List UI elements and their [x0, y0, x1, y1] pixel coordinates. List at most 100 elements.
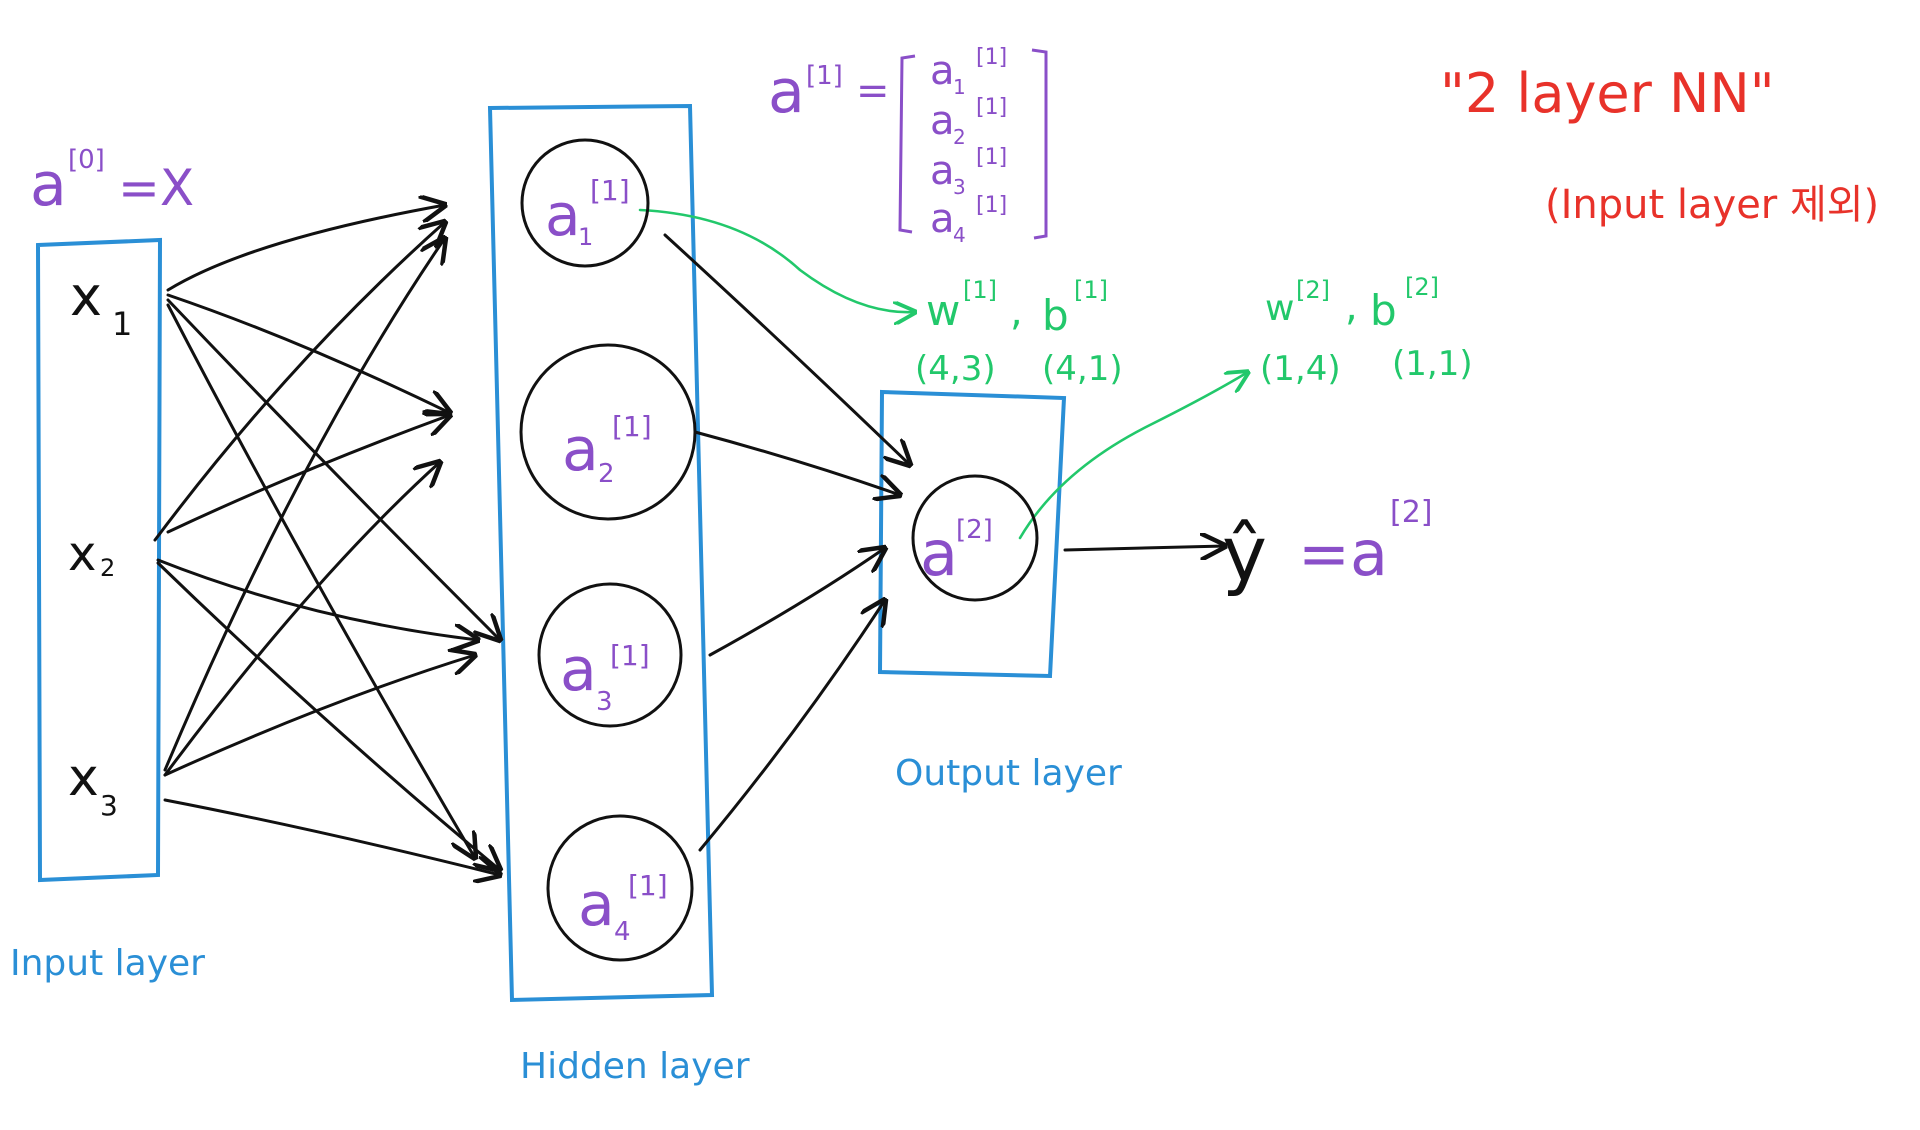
svg-text:3: 3 [596, 687, 613, 717]
a1-vector-lhs: a [768, 57, 805, 127]
svg-text:[1]: [1] [963, 276, 997, 304]
a0-eq-x: =X [118, 159, 194, 217]
edge-x2-h2 [166, 415, 450, 534]
vector-entry-4: a 4 [1] [930, 193, 1007, 247]
svg-text:b: b [1370, 286, 1397, 335]
svg-text:,: , [1345, 284, 1358, 330]
yhat-rhs: =a [1298, 517, 1388, 590]
edge-x3-h3 [163, 655, 475, 777]
edge-x1-h2 [166, 293, 450, 413]
layer2-params: w [2] , b [2] (1,4) (1,1) [1260, 273, 1473, 389]
edge-x2-h4 [156, 561, 500, 870]
svg-text:,: , [1010, 289, 1023, 335]
svg-text:4: 4 [614, 917, 631, 947]
svg-text:[1]: [1] [612, 410, 652, 443]
svg-text:b: b [1042, 291, 1069, 340]
yhat-equation: ŷ =a [2] [1222, 495, 1433, 598]
hidden-node-3: a 3 [1] [537, 582, 683, 728]
a1-vector: a [1] = a 1 [1] a 2 [1] a 3 [1] a 4 [1] [768, 45, 1048, 247]
hidden-output-connections [663, 233, 1225, 852]
svg-text:[2]: [2] [956, 515, 993, 545]
svg-text:w: w [1265, 288, 1294, 329]
edge-x3-h1 [163, 238, 445, 772]
param-annotation-arrows [638, 208, 1248, 540]
input-equation: a [0] =X [30, 145, 194, 220]
edge-x1-h4 [166, 303, 475, 858]
a0-base: a [30, 150, 67, 220]
x2-sub: 2 [100, 554, 115, 582]
hidden-node-2: a 2 [1] [519, 343, 697, 521]
input-layer-label: Input layer [10, 943, 205, 984]
arrow-to-layer1-params [638, 208, 915, 312]
yhat-symbol: ŷ [1222, 509, 1267, 598]
svg-text:[1]: [1] [976, 95, 1007, 120]
edge-x2-h3 [156, 558, 478, 640]
x1-sub: 1 [112, 305, 132, 343]
input-hidden-connections [153, 205, 500, 875]
output-node: a [2] [911, 474, 1039, 602]
svg-text:a: a [920, 517, 958, 590]
svg-text:2: 2 [598, 459, 615, 489]
svg-text:3: 3 [953, 175, 966, 199]
input-layer-box [35, 237, 163, 883]
vector-left-bracket [898, 54, 916, 234]
edge-out-yhat [1063, 546, 1225, 550]
svg-text:[1]: [1] [1074, 276, 1108, 304]
vector-entry-2: a 2 [1] [930, 95, 1007, 149]
svg-text:a: a [578, 870, 615, 940]
edge-x1-h1 [166, 205, 445, 292]
x2-base: x [68, 526, 96, 582]
svg-text:[1]: [1] [628, 869, 668, 902]
edge-h2-out [693, 430, 900, 495]
svg-text:[1]: [1] [590, 174, 630, 207]
svg-text:1: 1 [578, 223, 593, 251]
edge-h1-out [663, 233, 910, 465]
svg-text:a: a [930, 98, 955, 144]
edge-x1-h3 [166, 298, 500, 640]
hidden-node-4: a 4 [1] [546, 814, 694, 962]
a0-sup: [0] [68, 145, 105, 175]
svg-text:a: a [930, 196, 955, 242]
edge-x3-h2 [163, 462, 440, 777]
x1-base: x [70, 265, 102, 328]
vector-right-bracket [1031, 48, 1048, 240]
svg-text:a: a [560, 635, 597, 705]
w1-shape: (4,3) [915, 349, 996, 389]
svg-text:[2]: [2] [1405, 273, 1439, 301]
title-group: "2 layer NN" (Input layer 제외) [1440, 62, 1879, 228]
b2-shape: (1,1) [1392, 344, 1473, 384]
svg-text:1: 1 [953, 75, 966, 99]
title-note: (Input layer 제외) [1545, 182, 1879, 228]
input-node-x3: x 3 [68, 748, 118, 822]
hidden-layer-box [487, 103, 715, 1003]
svg-text:4: 4 [953, 223, 966, 247]
svg-text:a: a [930, 48, 955, 94]
edge-h3-out [708, 548, 885, 657]
svg-text:a: a [562, 415, 599, 485]
a1-vector-lhs-sup: [1] [806, 61, 843, 91]
output-layer-box [877, 389, 1067, 679]
svg-text:w: w [926, 286, 960, 335]
b1-shape: (4,1) [1042, 349, 1123, 389]
vector-entry-3: a 3 [1] [930, 145, 1007, 199]
input-node-x2: x 2 [68, 526, 115, 582]
input-node-x1: x 1 [70, 265, 132, 343]
arrow-to-layer2-params [1018, 372, 1248, 540]
svg-text:[2]: [2] [1296, 276, 1330, 304]
hidden-layer-label: Hidden layer [520, 1046, 750, 1087]
w2-shape: (1,4) [1260, 349, 1341, 389]
svg-text:[1]: [1] [610, 639, 650, 672]
svg-text:[1]: [1] [976, 145, 1007, 170]
a1-vector-eq: = [856, 68, 890, 114]
svg-text:[1]: [1] [976, 45, 1007, 70]
title-text: "2 layer NN" [1440, 62, 1775, 125]
edge-x3-h4 [163, 798, 500, 875]
edge-x2-h1 [153, 222, 445, 542]
edge-h4-out [698, 600, 885, 852]
svg-text:[1]: [1] [976, 193, 1007, 218]
output-layer-label: Output layer [895, 753, 1122, 794]
hidden-node-1: a 1 [1] [520, 138, 650, 268]
svg-text:2: 2 [953, 125, 966, 149]
yhat-rhs-sup: [2] [1390, 495, 1433, 530]
